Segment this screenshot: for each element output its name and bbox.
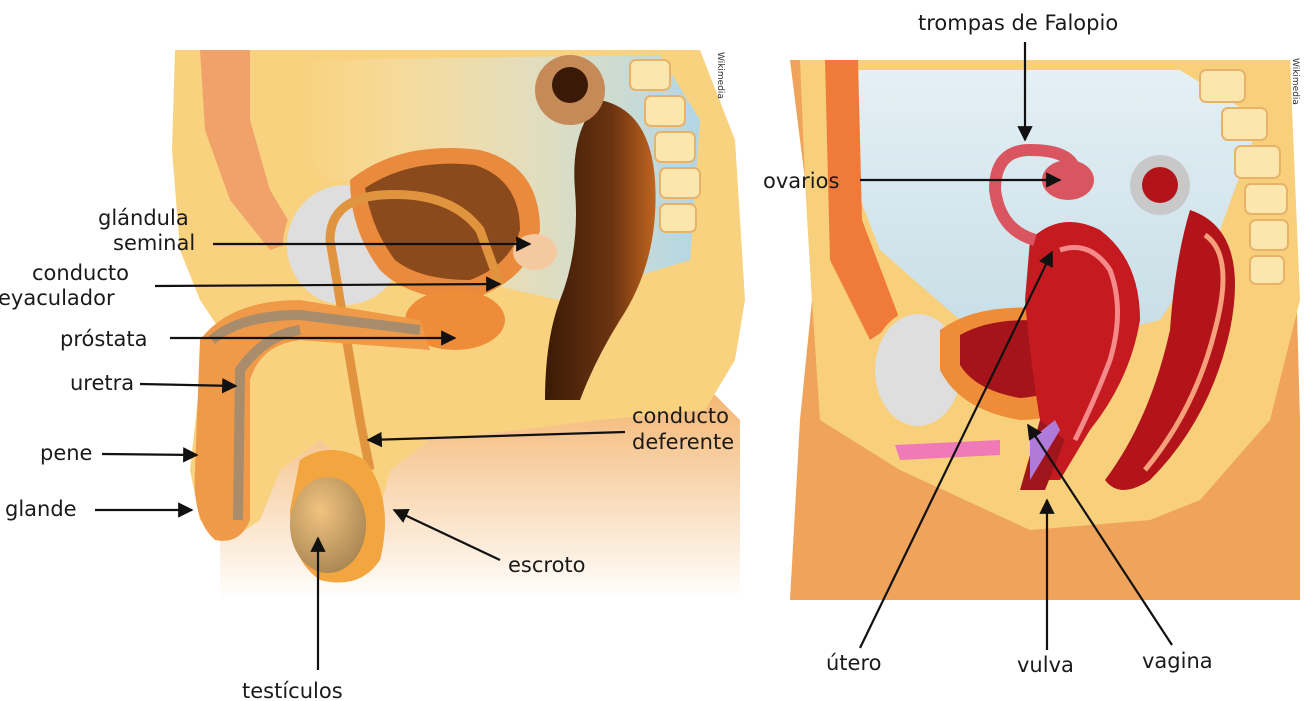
label-glande: glande <box>5 497 77 521</box>
male-testicle <box>290 477 366 573</box>
label-utero: útero <box>826 651 881 675</box>
label-trompas: trompas de Falopio <box>918 11 1118 35</box>
label-vagina: vagina <box>1142 649 1213 673</box>
label-conducto-eyac-2: eyaculador <box>0 286 115 310</box>
label-uretra: uretra <box>70 371 134 395</box>
label-conducto-eyac-1: conducto <box>32 261 129 285</box>
arrow-pene <box>102 454 197 455</box>
female-illustration: Wikimedia <box>790 58 1300 600</box>
label-glandula-2: seminal <box>113 231 195 255</box>
male-credit: Wikimedia <box>715 52 725 99</box>
label-ovarios: ovarios <box>763 169 839 193</box>
label-pene: pene <box>40 441 92 465</box>
female-credit: Wikimedia <box>1290 58 1300 105</box>
label-testiculos: testículos <box>242 679 343 701</box>
male-illustration: Wikimedia <box>172 50 745 600</box>
label-conducto-def-1: conducto <box>632 404 729 428</box>
label-glandula-1: glándula <box>98 206 189 230</box>
label-conducto-def-2: deferente <box>632 430 734 454</box>
label-escroto: escroto <box>508 553 586 577</box>
male-seminal-gland <box>513 234 557 270</box>
label-vulva: vulva <box>1017 653 1074 677</box>
label-prostata: próstata <box>60 327 148 351</box>
